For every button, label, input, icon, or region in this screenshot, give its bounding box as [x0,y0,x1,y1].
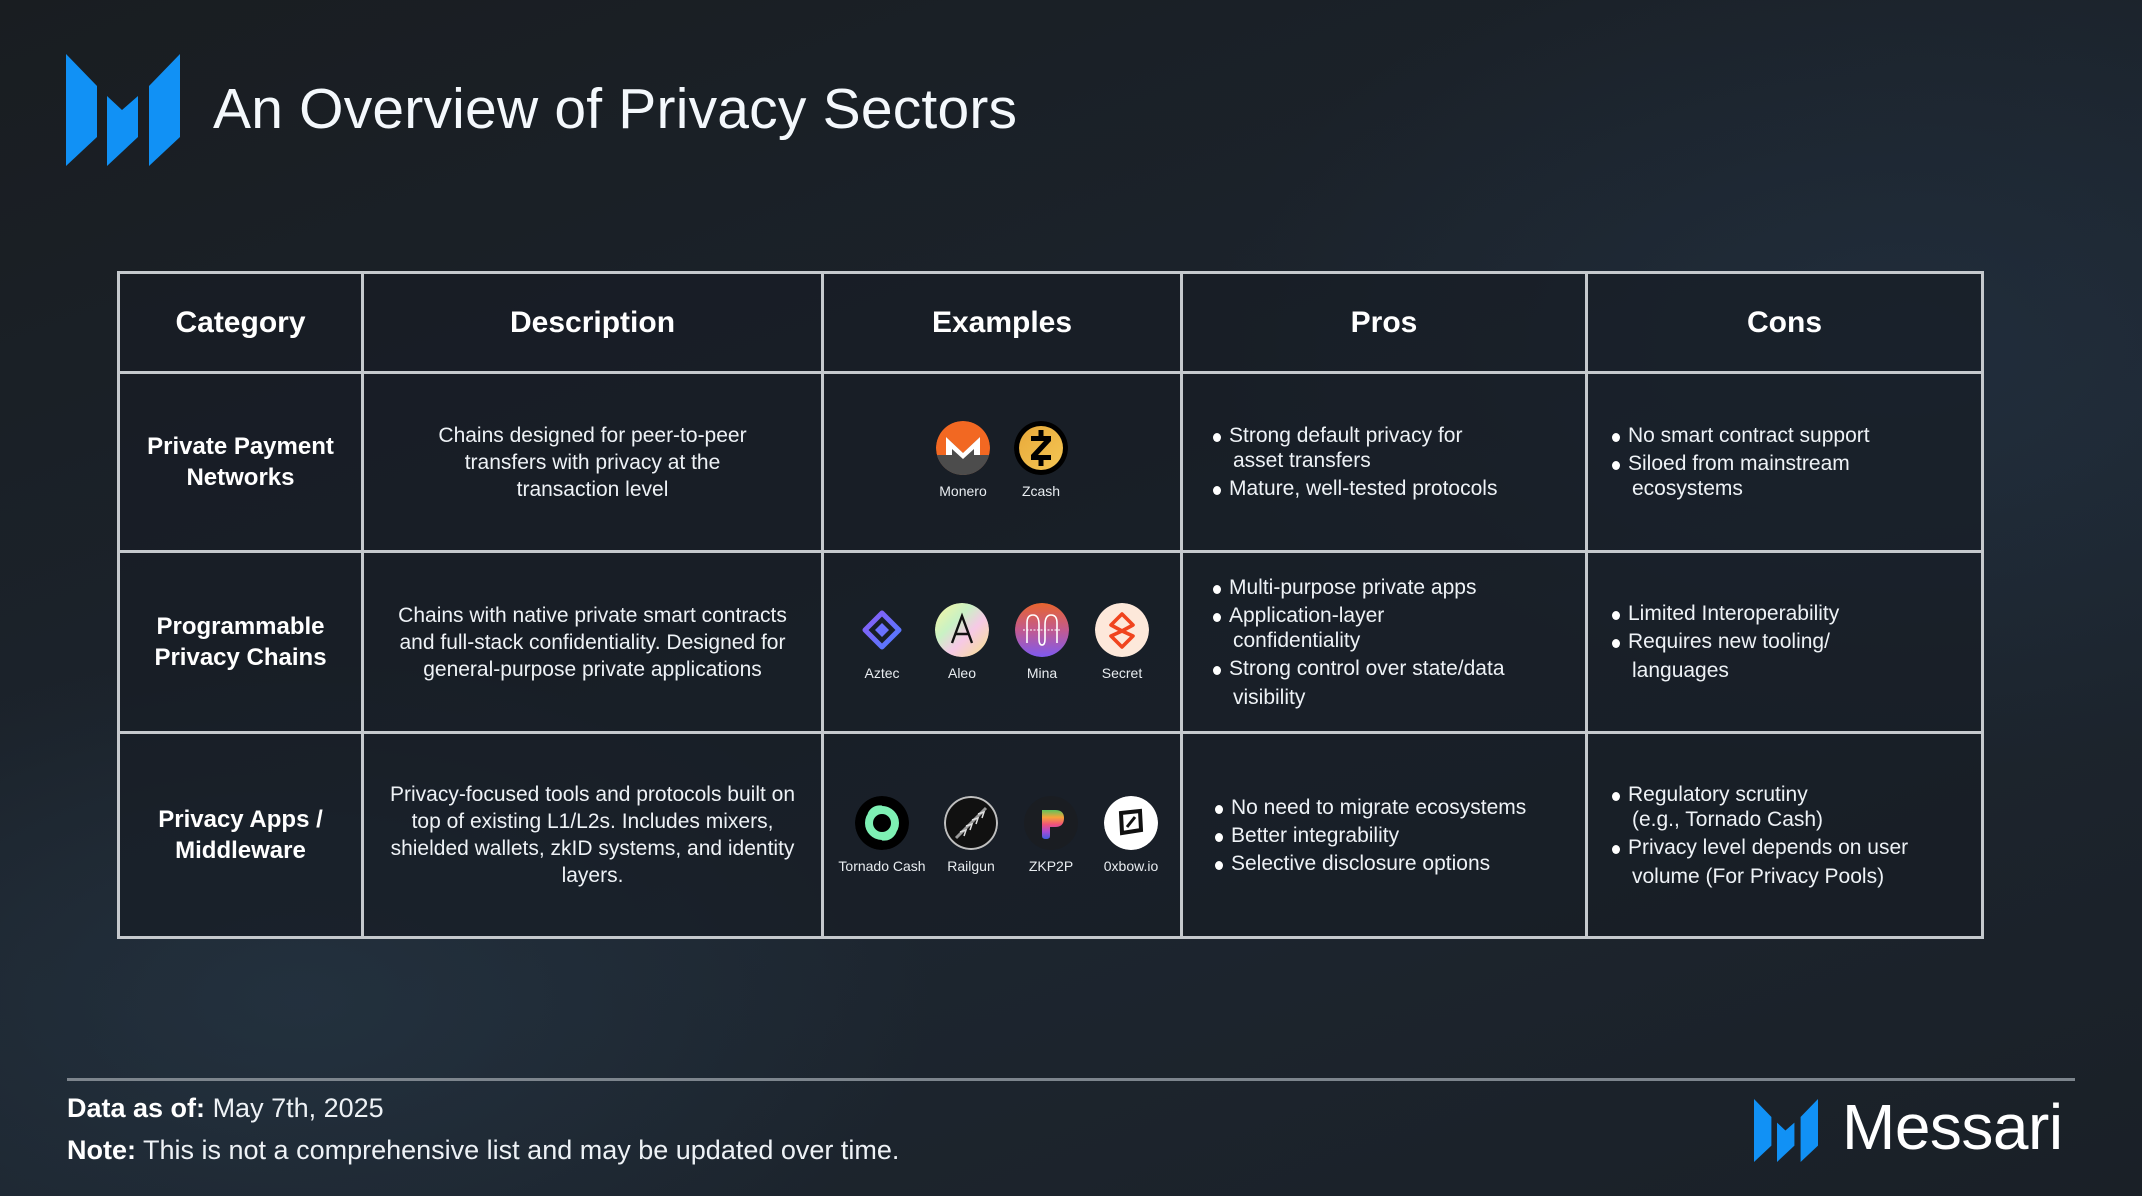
example-zkp2p: ZKP2P [1011,796,1091,874]
pros-item: Multi-purpose private apps [1213,575,1575,600]
footer-divider [67,1078,2075,1081]
column-header-pros: Pros [1183,274,1588,371]
pros-cell: Multi-purpose private apps Application-l… [1183,553,1588,731]
description-cell: Privacy-focused tools and protocols buil… [364,734,824,936]
example-0xbow: 0xbow.io [1091,796,1171,874]
monero-icon [936,421,990,475]
pros-item: Mature, well-tested protocols [1213,476,1575,501]
cons-cell: No smart contract support Siloed from ma… [1588,374,1981,550]
cons-cell: Regulatory scrutiny(e.g., Tornado Cash) … [1588,734,1981,936]
cons-item: Limited Interoperability [1612,601,1971,626]
description-cell: Chains with native private smart contrac… [364,553,824,731]
page-title: An Overview of Privacy Sectors [213,77,1018,141]
messari-logo-icon [66,54,180,166]
brand-wordmark: Messari [1842,1091,2063,1163]
example-zcash: Zcash [1002,421,1080,499]
cons-item: No smart contract support [1612,423,1971,448]
column-header-cons: Cons [1588,274,1981,371]
cons-list: Regulatory scrutiny(e.g., Tornado Cash) … [1588,779,1981,892]
description-cell: Chains designed for peer-to-peer transfe… [364,374,824,550]
example-mina: Mina [1002,603,1082,681]
column-header-category: Category [120,274,364,371]
data-as-of: Data as of: May 7th, 2025 [67,1093,384,1123]
cons-item: Regulatory scrutiny(e.g., Tornado Cash) [1612,782,1971,832]
category-label: Programmable Privacy Chains [154,613,327,671]
examples-cell: Aztec Aleo [824,553,1183,731]
pros-item: No need to migrate ecosystems [1215,795,1575,820]
examples-cell: Monero Zcash [824,374,1183,550]
privacy-sectors-table: Category Description Examples Pros Cons … [117,271,1984,939]
example-aztec: Aztec [842,603,922,681]
column-header-examples: Examples [824,274,1183,371]
table-header-row: Category Description Examples Pros Cons [120,274,1981,371]
example-aleo: Aleo [922,603,1002,681]
secret-icon [1095,603,1149,657]
tornado-cash-icon [855,796,909,850]
aleo-icon [935,603,989,657]
description-text: Privacy-focused tools and protocols buil… [389,783,796,887]
pros-item: Selective disclosure options [1215,851,1575,876]
mina-icon [1015,603,1069,657]
column-header-description: Description [364,274,824,371]
table-row: Private Payment Networks Chains designed… [120,371,1981,550]
example-secret: Secret [1082,603,1162,681]
pros-list: Multi-purpose private apps Application-l… [1183,572,1585,713]
table-row: Privacy Apps / Middleware Privacy-focuse… [120,731,1981,936]
description-text: Chains with native private smart contrac… [398,603,787,681]
messari-footer-logo-icon [1754,1099,1818,1162]
category-cell: Programmable Privacy Chains [120,553,364,731]
examples-cell: Tornado Cash Railgun [824,734,1183,936]
example-tornado-cash: Tornado Cash [833,796,931,874]
category-cell: Private Payment Networks [120,374,364,550]
table-row: Programmable Privacy Chains Chains with … [120,550,1981,731]
category-cell: Privacy Apps / Middleware [120,734,364,936]
example-railgun: Railgun [931,796,1011,874]
description-text: Chains designed for peer-to-peer transfe… [438,423,747,501]
example-monero: Monero [924,421,1002,499]
0xbow-icon [1104,796,1158,850]
pros-cell: No need to migrate ecosystems Better int… [1183,734,1588,936]
category-label: Privacy Apps / Middleware [158,806,323,864]
cons-item: Requires new tooling/languages [1612,629,1971,683]
pros-item: Better integrability [1215,823,1575,848]
pros-list: No need to migrate ecosystems Better int… [1183,792,1585,879]
railgun-icon [944,796,998,850]
cons-list: Limited Interoperability Requires new to… [1588,598,1981,686]
cons-cell: Limited Interoperability Requires new to… [1588,553,1981,731]
cons-list: No smart contract support Siloed from ma… [1588,420,1981,504]
aztec-icon [855,603,909,657]
category-label: Private Payment Networks [147,433,334,491]
zcash-icon [1014,421,1068,475]
footer-note: Note: This is not a comprehensive list a… [67,1135,900,1165]
zkp2p-icon [1024,796,1078,850]
